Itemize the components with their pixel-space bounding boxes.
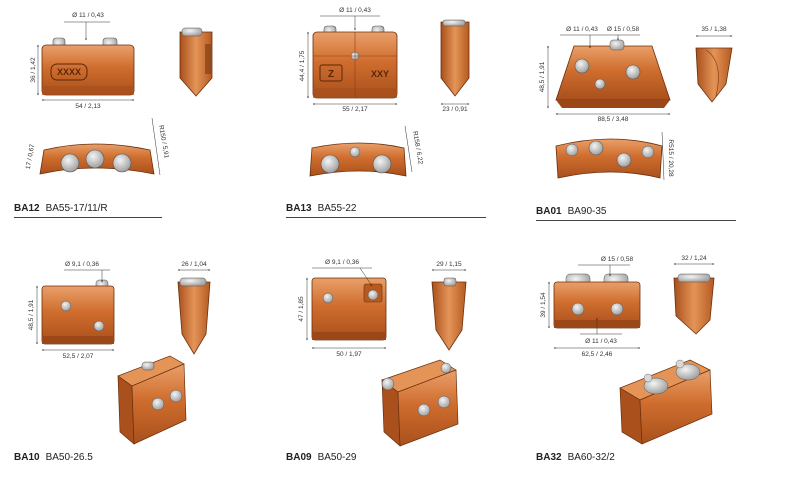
ba13-radius-dim: R158 / 6,22 xyxy=(411,131,424,166)
ba10-3d-view xyxy=(117,355,187,445)
ba12-radius-dim: R150 / 5,91 xyxy=(157,125,170,160)
ba01-model: BA90-35 xyxy=(567,206,607,217)
ba32-width-dim: 62,5 / 2,46 xyxy=(582,351,613,358)
ba01-group: Ø 11 / 0,43 Ø 15 / 0,58 48,5 / 1,91 88,5… xyxy=(539,26,733,181)
ba13-top-view xyxy=(309,142,407,177)
ba13-height-dim: 44,4 / 1,75 xyxy=(299,50,306,81)
ba01-hole1-dim: Ø 11 / 0,43 xyxy=(566,26,598,33)
ba10-side-view xyxy=(177,277,211,355)
ba12-marking: XXXX xyxy=(57,67,81,77)
ba32-height-dim: 39 / 1,54 xyxy=(540,292,547,318)
ba32-group: Ø 15 / 0,58 39 / 1,54 Ø 11 / 0,43 62,5 /… xyxy=(540,255,715,445)
ba32-model: BA60-32/2 xyxy=(567,452,615,463)
ba12-code: BA12 xyxy=(14,203,40,214)
ba01-width-dim: 88,5 / 3,48 xyxy=(598,116,629,123)
ba10-code: BA10 xyxy=(14,452,40,463)
ba09-group: Ø 9,1 / 0,36 47 / 1,85 50 / 1,97 29 / 1,… xyxy=(298,259,467,447)
ba13-side-view xyxy=(440,19,470,97)
ba10-side-dim: 26 / 1,04 xyxy=(181,261,207,268)
ba01-hole2-dim: Ø 15 / 0,58 xyxy=(607,26,640,33)
ba09-3d-view xyxy=(381,359,459,447)
ba10-group: Ø 9,1 / 0,36 48,5 / 1,91 52,5 / 2,07 26 … xyxy=(28,261,211,445)
ba13-rule xyxy=(286,217,486,218)
ba01-radius-dim: R515 / 20,28 xyxy=(667,139,674,177)
ba12-top-view xyxy=(39,143,155,175)
ba12-caption: BA12 BA55-17/11/R xyxy=(14,203,108,214)
ba12-model: BA55-17/11/R xyxy=(45,203,108,214)
ba09-side-dim: 29 / 1,15 xyxy=(436,261,462,268)
ba12-arc-dim: 17 / 0,67 xyxy=(25,143,36,170)
ba12-hole-dim: Ø 11 / 0,43 xyxy=(72,12,104,19)
ba01-height-dim: 48,5 / 1,91 xyxy=(539,61,546,92)
ba01-top-view xyxy=(555,138,663,179)
ba01-rule xyxy=(536,220,736,221)
ba01-side-dim: 35 / 1,38 xyxy=(701,26,727,33)
ba13-front-view: Z XXY xyxy=(312,25,398,99)
ba09-front-view xyxy=(311,277,387,341)
ba13-caption: BA13 BA55-22 xyxy=(286,203,357,214)
ba10-model: BA50-26.5 xyxy=(45,452,93,463)
ba09-height-dim: 47 / 1,85 xyxy=(298,296,305,322)
ba32-side-dim: 32 / 1,24 xyxy=(681,255,707,262)
ba13-side-dim: 23 / 0,91 xyxy=(442,106,468,113)
ba32-side-view xyxy=(673,273,715,335)
ba10-caption: BA10 BA50-26.5 xyxy=(14,452,93,463)
ba10-front-view xyxy=(41,279,115,345)
ba01-side-view xyxy=(695,47,733,103)
ba13-marking-left: Z xyxy=(328,69,334,80)
ba32-3d-view xyxy=(619,359,713,445)
ba32-caption: BA32 BA60-32/2 xyxy=(536,452,615,463)
ba32-code: BA32 xyxy=(536,452,562,463)
ba13-model: BA55-22 xyxy=(317,203,357,214)
ba12-side-view xyxy=(179,27,213,97)
ba32-hole1-dim: Ø 15 / 0,58 xyxy=(601,256,634,263)
ba13-width-dim: 55 / 2,17 xyxy=(342,106,368,113)
ba10-height-dim: 48,5 / 1,91 xyxy=(28,299,35,330)
ba13-marking-right: XXY xyxy=(371,69,389,79)
ba09-caption: BA09 BA50-29 xyxy=(286,452,357,463)
ba01-code: BA01 xyxy=(536,206,562,217)
ba09-width-dim: 50 / 1,97 xyxy=(336,351,362,358)
ba10-width-dim: 52,5 / 2,07 xyxy=(63,353,94,360)
ba01-front-view xyxy=(555,39,671,108)
ba09-model: BA50-29 xyxy=(317,452,357,463)
ba12-front-view: XXXX xyxy=(41,37,135,96)
ba09-hole-dim: Ø 9,1 / 0,36 xyxy=(325,259,359,266)
ba32-hole2-dim: Ø 11 / 0,43 xyxy=(585,338,617,345)
ba12-group: XXXX Ø 11 / 0,43 36 / 1,42 54 / 2,13 17 … xyxy=(25,12,213,176)
ba12-width-dim: 54 / 2,13 xyxy=(75,103,101,110)
ba13-hole-dim: Ø 11 / 0,43 xyxy=(339,7,371,14)
ba13-group: Z XXY Ø 11 / 0,43 44,4 / 1,75 55 / 2,17 … xyxy=(299,7,470,177)
ba09-side-view xyxy=(431,277,467,351)
ba01-caption: BA01 BA90-35 xyxy=(536,206,607,217)
ba13-code: BA13 xyxy=(286,203,312,214)
ba12-rule xyxy=(14,217,162,218)
ba12-height-dim: 36 / 1,42 xyxy=(30,57,37,83)
ba09-code: BA09 xyxy=(286,452,312,463)
ba10-hole-dim: Ø 9,1 / 0,36 xyxy=(65,261,99,268)
